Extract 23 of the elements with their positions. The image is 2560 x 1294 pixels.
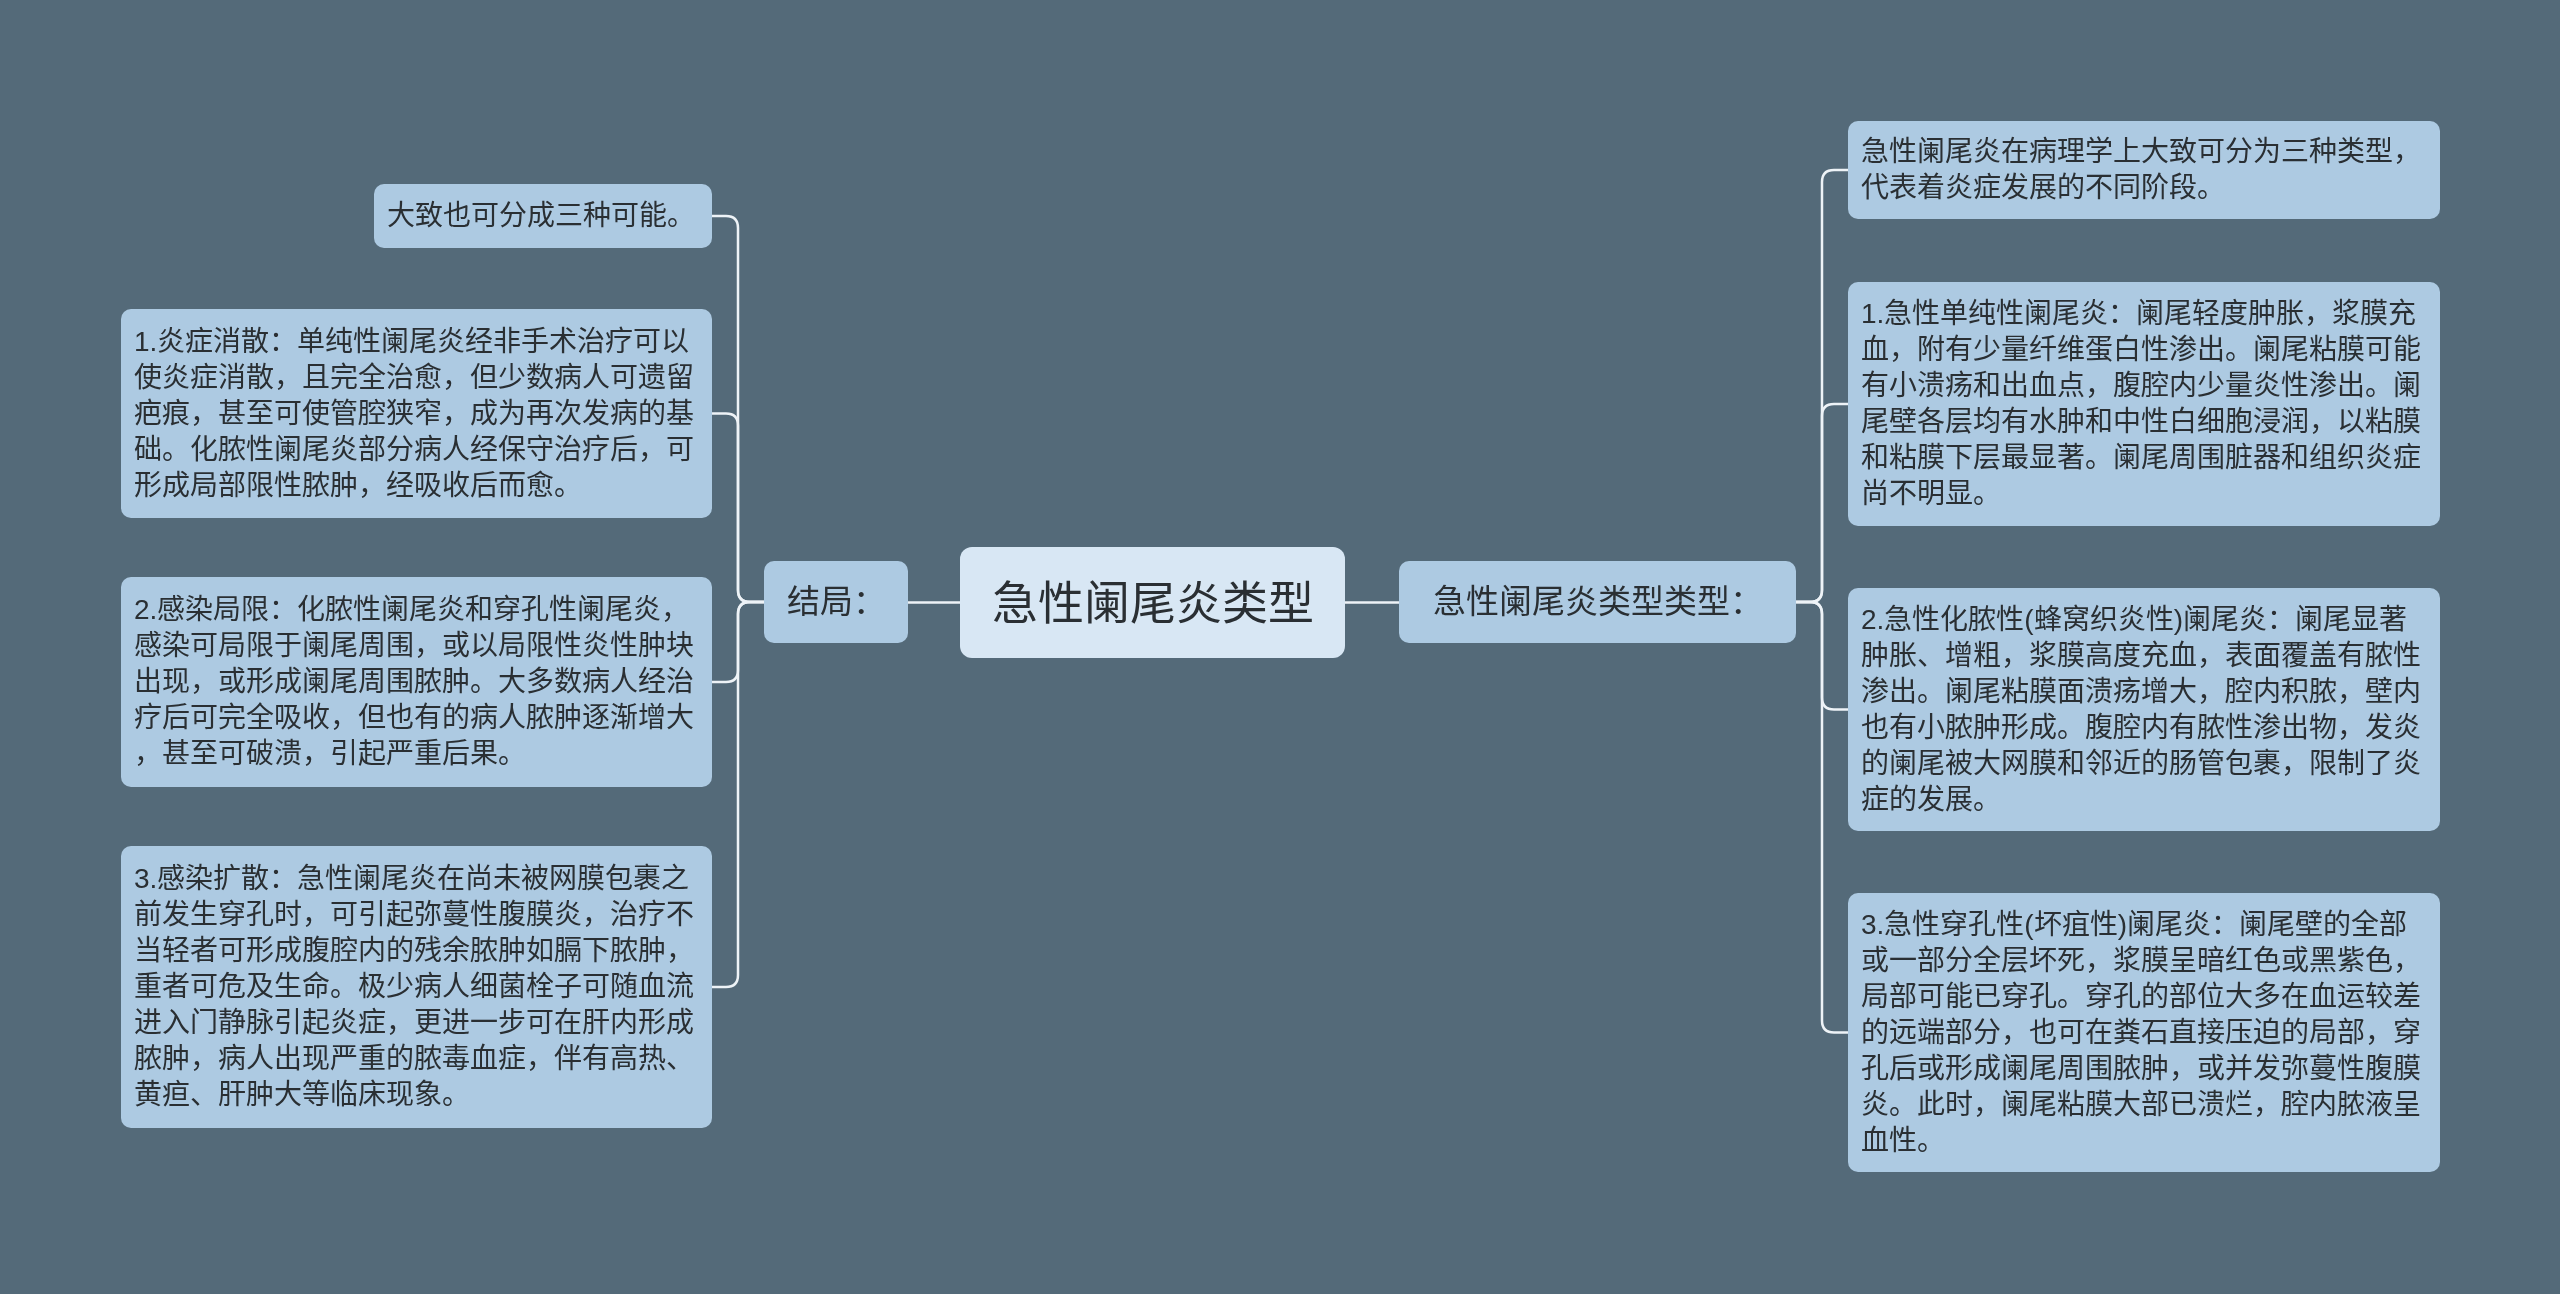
note-text: 急性阑尾炎在病理学上大致可分为三种类型，代表着炎症发展的不同阶段。 (1861, 135, 2422, 205)
branch-topic-text: 结局： (786, 582, 886, 622)
note-text: 1.炎症消散：单纯性阑尾炎经非手术治疗可以使炎症消散，且完全治愈，但少数病人可遗留疤痕，甚至可使管腔狭窄，成为再次发病的基础。化脓性阑尾炎部分病人经保守治疗后，可形成局部限性脓肿，经吸收后而愈。 (134, 324, 695, 503)
branch-topic-text: 急性阑尾炎类型类型： (1432, 582, 1763, 622)
note-box (1848, 588, 2440, 831)
central-topic-box (960, 547, 1345, 658)
note-text: 大致也可分成三种可能。 (387, 199, 695, 233)
connector-line (908, 601, 960, 604)
note-box (1848, 282, 2440, 526)
note-box (121, 846, 712, 1128)
note-text: 3.感染扩散：急性阑尾炎在尚未被网膜包裹之前发生穿孔时，可引起弥蔓性腹膜炎，治疗不当轻者可形成腹腔内的残余脓肿如膈下脓肿，重者可危及生命。极少病人细菌栓子可随血流进入门静脉引起炎症，更进一步可在肝内形成脓肿，病人出现严重的脓毒血症，伴有高热、黄疸、肝肿大等临床现象。 (134, 862, 695, 1112)
note-text: 3.急性穿孔性(坏疽性)阑尾炎：阑尾壁的全部或一部分全层坏死，浆膜呈暗红色或黑紫色，局部可能已穿孔。穿孔的部位大多在血运较差的远端部分，也可在粪石直接压迫的局部，穿孔后或形成阑尾周围脓肿，或并发弥蔓性腹膜炎。此时，阑尾粘膜大部已溃烂，腔内脓液呈血性。 (1861, 907, 2422, 1158)
note-text: 2.急性化脓性(蜂窝织炎性)阑尾炎：阑尾显著肿胀、增粗，浆膜高度充血，表面覆盖有脓性渗出。阑尾粘膜面溃疡增大，腔内积脓，壁内也有小脓肿形成。腹腔内有脓性渗出物，发炎的阑尾被大网膜和邻近的肠管包裹，限制了炎症的发展。 (1861, 602, 2422, 817)
branch-topic-box (764, 561, 908, 643)
note-box (121, 577, 712, 787)
note-text: 1.急性单纯性阑尾炎：阑尾轻度肿胀，浆膜充血，附有少量纤维蛋白性渗出。阑尾粘膜可能有小溃疡和出血点，腹腔内少量炎性渗出。阑尾壁各层均有水肿和中性白细胞浸润，以粘膜和粘膜下层最显著。阑尾周围脏器和组织炎症尚不明显。 (1861, 297, 2422, 511)
central-topic-text: 急性阑尾炎类型 (991, 575, 1314, 631)
note-text: 2.感染局限：化脓性阑尾炎和穿孔性阑尾炎，感染可局限于阑尾周围，或以局限性炎性肿块出现，或形成阑尾周围脓肿。大多数病人经治疗后可完全吸收，但也有的病人脓肿逐渐增大，甚至可破溃，引起严重后果。 (134, 593, 695, 771)
note-box (1848, 121, 2440, 219)
note-box (374, 184, 712, 248)
connector-line (1345, 601, 1399, 604)
branch-topic-box (1399, 561, 1796, 643)
note-box (121, 309, 712, 518)
